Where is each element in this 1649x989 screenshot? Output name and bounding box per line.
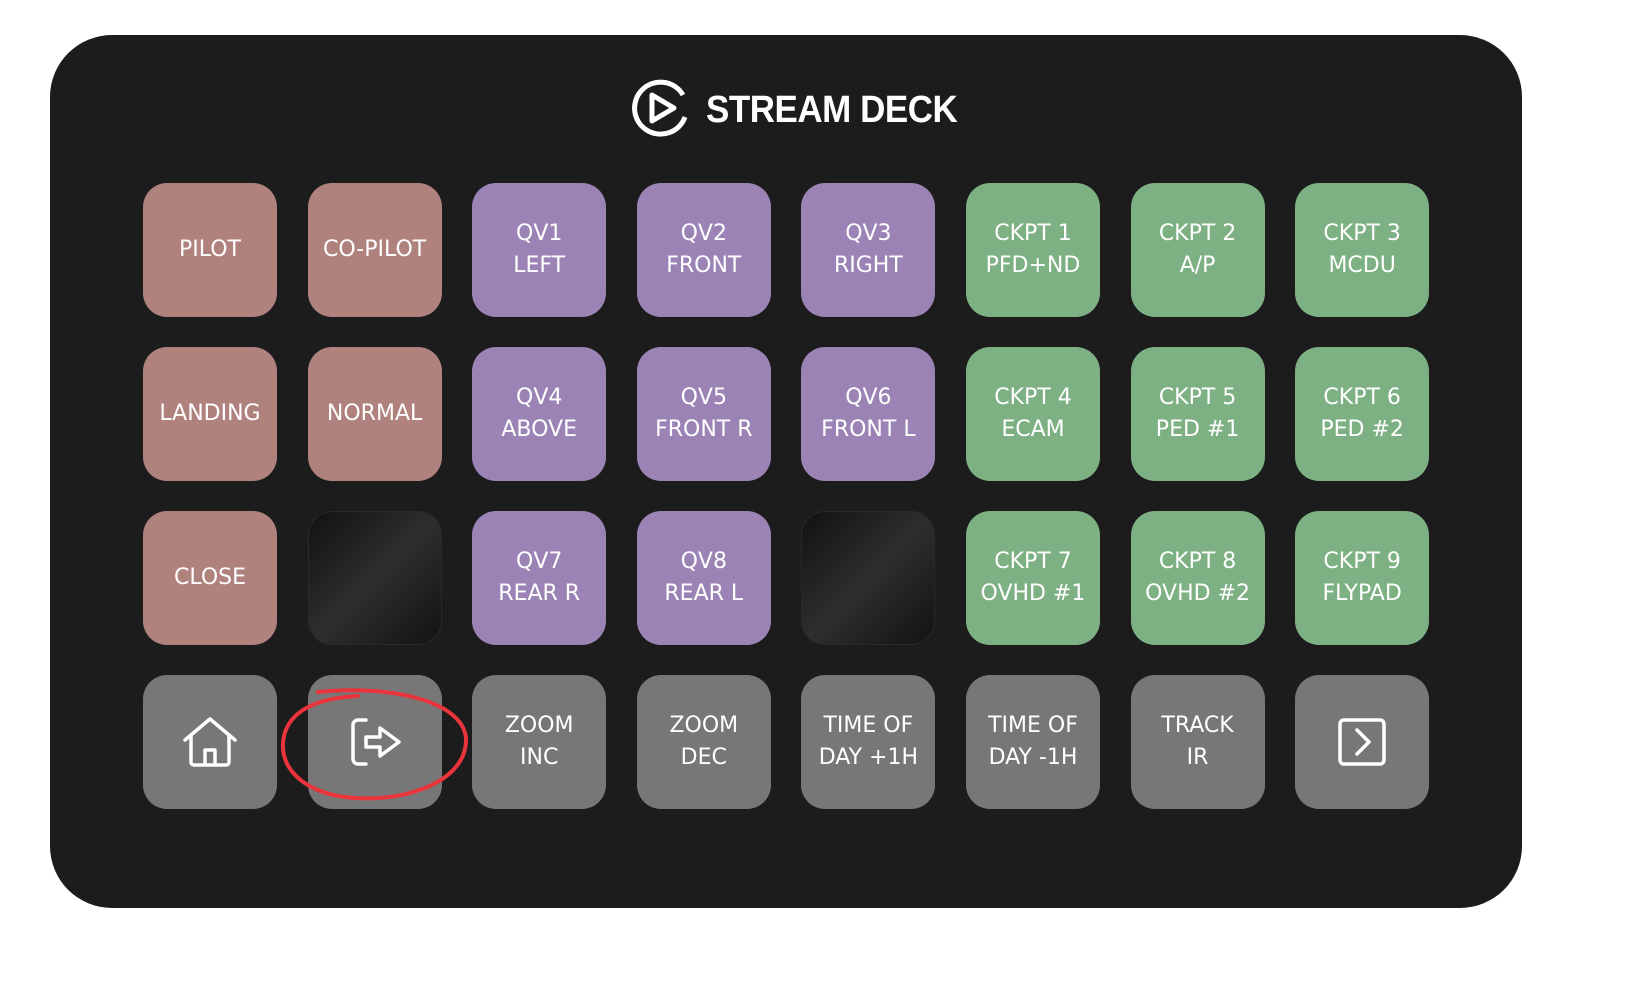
key-ckpt-1-pfd-nd[interactable]: CKPT 1 PFD+ND (965, 183, 1100, 317)
key-label-line: QV4 (516, 385, 563, 410)
key-label-line: QV7 (516, 549, 563, 574)
key-label-line: CLOSE (173, 565, 246, 590)
home-icon (182, 716, 238, 768)
key-empty[interactable] (307, 511, 442, 645)
key-label-line: CO-PILOT (322, 237, 427, 262)
key-ckpt-9-flypad[interactable]: CKPT 9 FLYPAD (1295, 511, 1430, 645)
key-label-line: CKPT 6 (1323, 385, 1401, 410)
key-label-line: QV6 (845, 385, 892, 410)
key-normal[interactable]: NORMAL (307, 347, 442, 481)
key-label-line: OVHD #1 (980, 581, 1086, 606)
key-time-of-day-1h[interactable]: TIME OF DAY -1H (965, 675, 1100, 809)
key-label-line: CKPT 7 (994, 549, 1072, 574)
key-label-line: PILOT (179, 237, 241, 262)
key-label-line: TIME OF (823, 713, 914, 738)
key-label-line: ZOOM (504, 713, 574, 738)
key-label-line: REAR L (664, 581, 744, 606)
key-empty[interactable] (801, 511, 936, 645)
key-home[interactable] (143, 675, 277, 809)
key-label-line: FRONT L (821, 417, 916, 442)
key-label-line: CKPT 3 (1323, 221, 1401, 246)
key-label-line: TRACK (1161, 713, 1234, 738)
key-label-line: OVHD #2 (1145, 581, 1250, 606)
key-track-ir[interactable]: TRACK IR (1130, 675, 1265, 809)
key-label-line: FRONT (666, 253, 742, 278)
key-ckpt-3-mcdu[interactable]: CKPT 3 MCDU (1295, 183, 1430, 317)
key-label-line: LEFT (513, 253, 566, 278)
key-label-line: CKPT 5 (1158, 385, 1237, 410)
brand: STREAM DECK (630, 78, 979, 142)
key-label-line: PFD+ND (985, 253, 1081, 278)
key-label-line: FLYPAD (1322, 581, 1402, 606)
key-label-line: CKPT 4 (994, 385, 1072, 410)
key-ckpt-5-ped-1[interactable]: CKPT 5 PED #1 (1130, 347, 1265, 481)
key-ckpt-6-ped-2[interactable]: CKPT 6 PED #2 (1295, 347, 1430, 481)
key-label-line: RIGHT (833, 253, 903, 278)
key-label-line: QV2 (680, 221, 727, 246)
key-label-line: PED #1 (1155, 417, 1240, 442)
key-label-line: NORMAL (326, 401, 423, 426)
key-label-line: ABOVE (501, 417, 577, 442)
key-label-line: QV1 (516, 221, 563, 246)
key-zoom-inc[interactable]: ZOOM INC (472, 675, 607, 809)
key-landing[interactable]: LANDING (143, 347, 277, 481)
key-ckpt-4-ecam[interactable]: CKPT 4 ECAM (965, 347, 1100, 481)
key-label-line: CKPT 1 (994, 221, 1072, 246)
key-label-line: INC (520, 745, 559, 770)
key-label-line: QV5 (680, 385, 727, 410)
exit-icon (346, 717, 404, 767)
brand-name: STREAM DECK (706, 88, 958, 131)
key-label-line: ZOOM (669, 713, 739, 738)
key-label-line: REAR R (498, 581, 581, 606)
key-label-line: IR (1186, 745, 1209, 770)
key-label-line: PED #2 (1320, 417, 1404, 442)
key-label-line: LANDING (159, 401, 261, 426)
key-label-line: QV8 (680, 549, 727, 574)
key-label-line: TIME OF (988, 713, 1078, 738)
key-zoom-dec[interactable]: ZOOM DEC (636, 675, 771, 809)
key-time-of-day-1h[interactable]: TIME OF DAY +1H (801, 675, 936, 809)
key-next-page[interactable] (1295, 675, 1430, 809)
key-pilot[interactable]: PILOT (143, 183, 277, 317)
key-label-line: CKPT 8 (1158, 549, 1237, 574)
key-label-line: A/P (1179, 253, 1216, 278)
key-label-line: FRONT R (655, 417, 753, 442)
key-label-line: ECAM (1001, 417, 1065, 442)
key-label-line: MCDU (1328, 253, 1396, 278)
key-ckpt-8-ovhd-2[interactable]: CKPT 8 OVHD #2 (1130, 511, 1265, 645)
key-label-line: QV3 (845, 221, 892, 246)
key-co-pilot[interactable]: CO-PILOT (307, 183, 442, 317)
key-exit[interactable] (307, 675, 442, 809)
key-label-line: DEC (680, 745, 727, 770)
key-label-line: CKPT 2 (1158, 221, 1237, 246)
key-label-line: CKPT 9 (1323, 549, 1401, 574)
next-page-icon (1337, 717, 1387, 767)
key-label-line: DAY +1H (818, 745, 919, 770)
elgato-logo-icon (630, 77, 692, 143)
key-label-line: DAY -1H (988, 745, 1078, 770)
key-ckpt-7-ovhd-1[interactable]: CKPT 7 OVHD #1 (965, 511, 1100, 645)
key-close[interactable]: CLOSE (143, 511, 277, 645)
key-ckpt-2-a-p[interactable]: CKPT 2 A/P (1130, 183, 1265, 317)
